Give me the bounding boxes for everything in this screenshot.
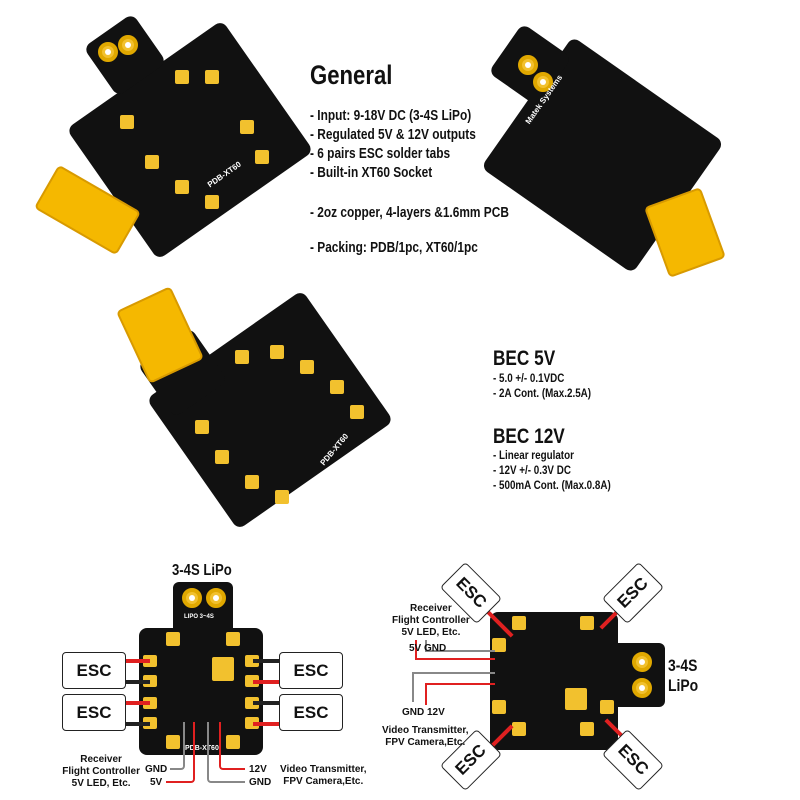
bec12-line: - Linear regulator [493,448,574,462]
general-line: - Packing: PDB/1pc, XT60/1pc [310,240,478,256]
label-line: Flight Controller [392,615,470,626]
receiver-label: Receiver Flight Controller 5V LED, Etc. [392,603,470,639]
bec12-title: BEC 12V [493,425,565,448]
general-line: - 6 pairs ESC solder tabs [310,146,451,162]
board-model-label: PDB-XT60 [185,745,219,752]
top-pins-label: 5V GND [409,643,447,654]
lipo-silk: LIPO 3~4S [184,614,214,620]
lipo-title: 3-4S LiPo [172,562,232,579]
general-line: - Built-in XT60 Socket [310,165,433,181]
general-line: - Regulated 5V & 12V outputs [310,127,476,143]
5v-pin-label: 5V [150,777,163,788]
bec5-line: - 2A Cont. (Max.2.5A) [493,386,592,400]
bec5-line: - 5.0 +/- 0.1VDC [493,371,565,385]
esc-box: ESC [279,694,343,731]
bec12-line: - 500mA Cont. (Max.0.8A) [493,478,611,492]
lipo-title: 3-4S LiPo [668,656,698,696]
label-line: Video Transmitter, [382,725,469,736]
bottom-pins-label: GND 12V [402,707,445,718]
general-title: General [310,60,393,90]
title-line: LiPo [668,676,699,695]
video-label: Video Transmitter, FPV Camera,Etc. [280,764,367,788]
bec5-title: BEC 5V [493,347,556,370]
label-line: Receiver [410,603,452,614]
label-line: FPV Camera,Etc. [283,776,364,787]
bec12-line: - 12V +/- 0.3V DC [493,463,571,477]
gnd-pin-label: GND [145,764,168,775]
title-line: 3-4S [668,656,698,675]
label-line: 5V LED, Etc. [71,778,131,789]
label-line: FPV Camera,Etc. [385,737,466,748]
esc-box: ESC [62,652,126,689]
12v-pin-label: 12V [249,764,267,775]
esc-box: ESC [279,652,343,689]
label-line: Receiver [80,754,122,765]
general-line: - 2oz copper, 4-layers &1.6mm PCB [310,205,509,221]
receiver-label: Receiver Flight Controller 5V LED, Etc. [62,754,140,790]
video-label: Video Transmitter, FPV Camera,Etc. [382,725,469,749]
label-line: Video Transmitter, [280,764,367,775]
label-line: Flight Controller [62,766,140,777]
general-line: - Input: 9-18V DC (3-4S LiPo) [310,108,472,124]
esc-box: ESC [62,694,126,731]
gnd2-pin-label: GND [249,777,272,788]
label-line: 5V LED, Etc. [401,627,461,638]
